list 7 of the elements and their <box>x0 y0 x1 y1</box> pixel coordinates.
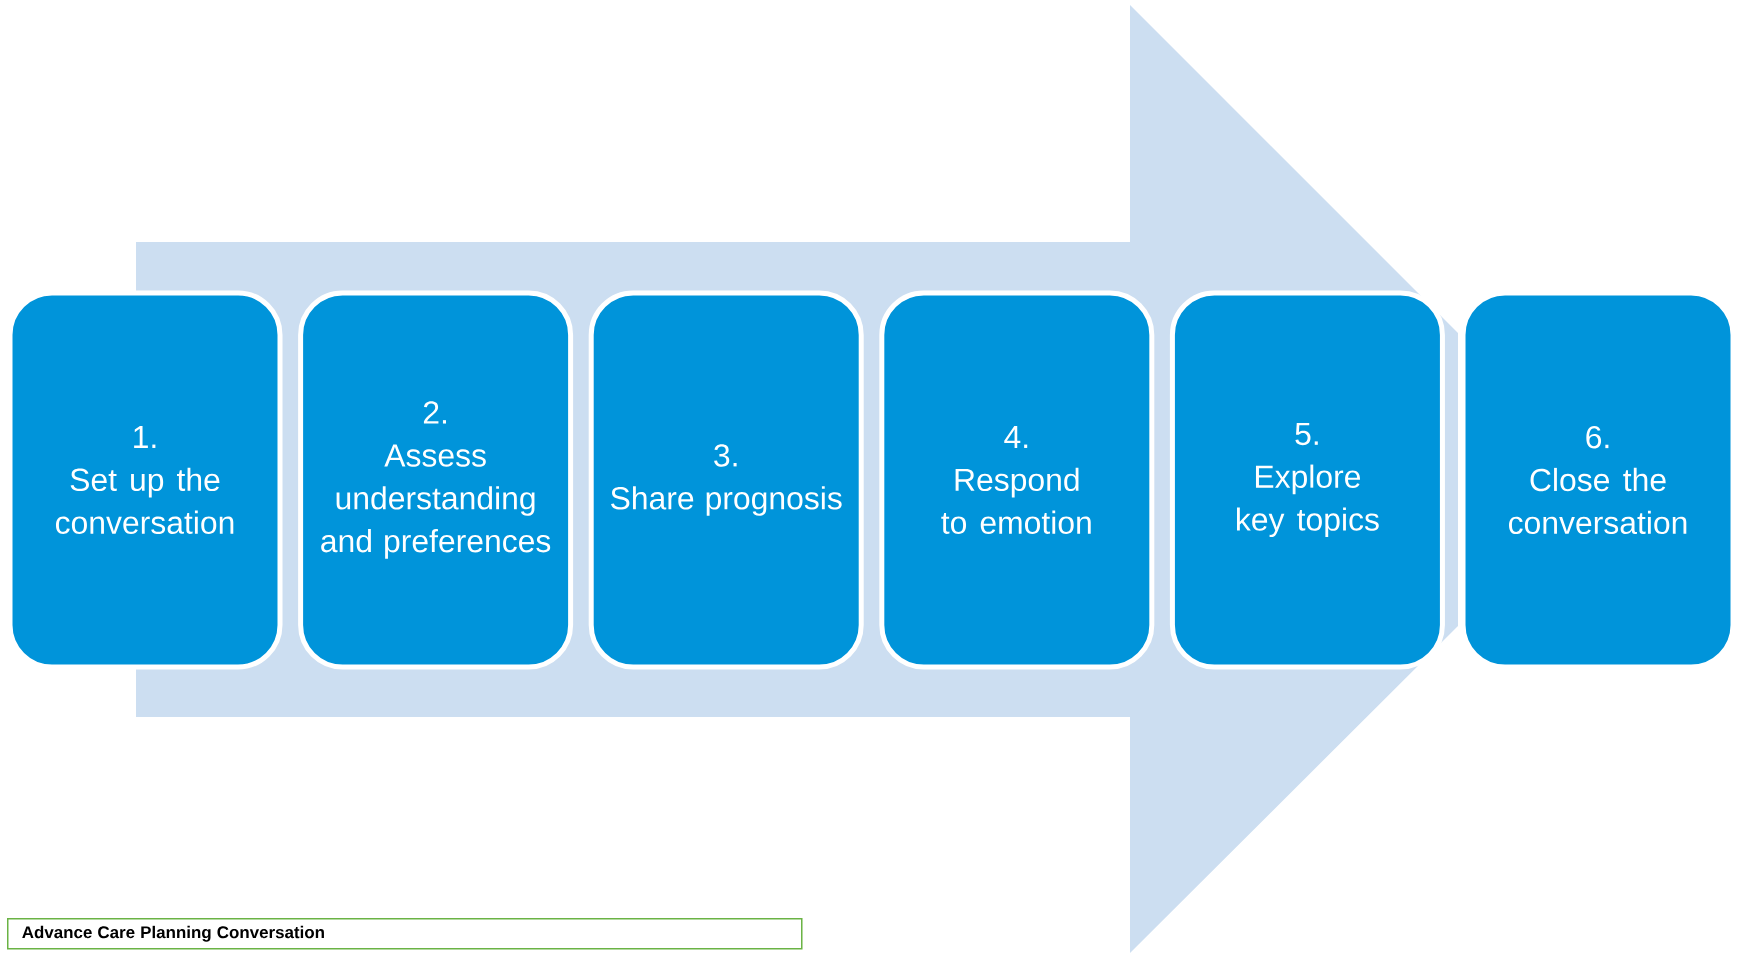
step-box: 2. Assess understanding and preferences <box>298 290 574 670</box>
step-box: 4. Respond to emotion <box>879 290 1155 670</box>
step-box: 3. Share prognosis <box>588 290 864 670</box>
step-box: 6. Close the conversation <box>1460 290 1736 670</box>
title-box: Advance Care Planning Conversation <box>7 918 803 950</box>
step-box: 5. Explore key topics <box>1169 290 1445 670</box>
step-box: 1. Set up the conversation <box>7 290 283 670</box>
